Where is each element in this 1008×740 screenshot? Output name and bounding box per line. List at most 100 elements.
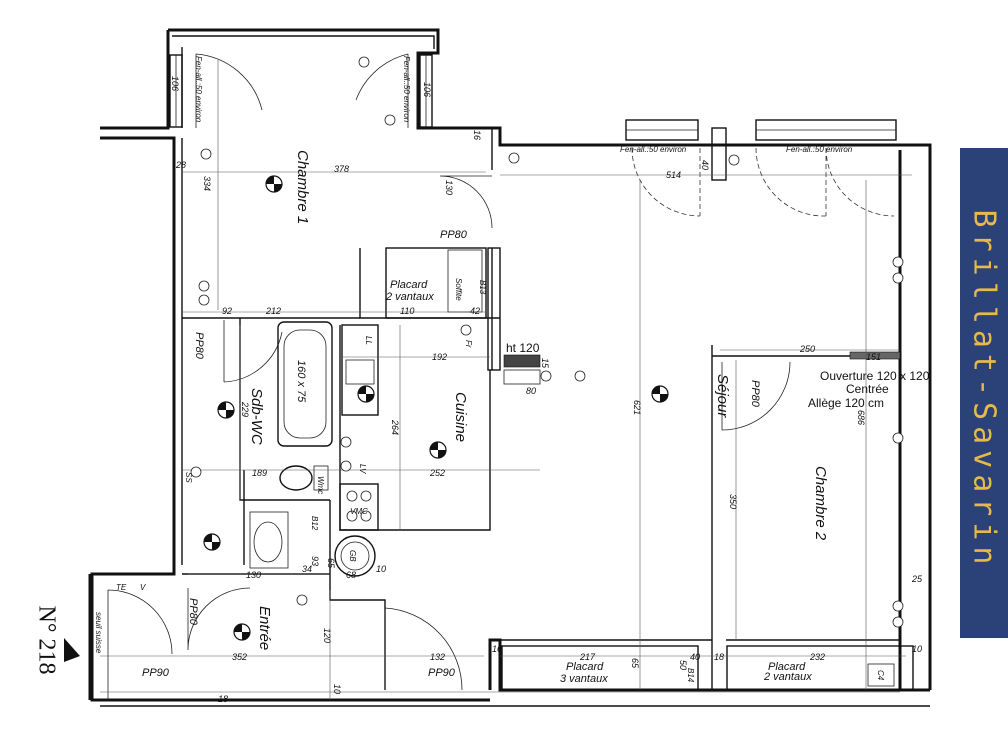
- sill-note: seuil suisse: [94, 612, 103, 654]
- annotations: Placard 2 vantaux Placard 3 vantaux Plac…: [94, 56, 930, 685]
- tag-fr: Fr: [464, 340, 473, 348]
- tag-vmc: VMC: [350, 507, 368, 516]
- dim-text: 65: [630, 658, 640, 669]
- dim-text: 514: [666, 170, 681, 180]
- outlet-icon: [340, 436, 352, 448]
- dim-text: 621: [632, 400, 642, 415]
- tag-wmc: Wmc: [316, 476, 325, 494]
- tag-ss: SS: [184, 472, 193, 483]
- dim-text: 68: [346, 570, 356, 580]
- room-label-chambre-2: Chambre 2: [812, 466, 829, 541]
- dim-text: 120: [322, 628, 332, 643]
- dim-text: 15: [540, 358, 550, 369]
- dim-text: 10: [376, 564, 386, 574]
- dim-text: 264: [390, 419, 400, 435]
- door-type-label: PP80: [193, 332, 205, 360]
- tag-c4: C4: [876, 670, 885, 681]
- window-note: Fen-all.:50 environ: [620, 145, 687, 154]
- window-note: Fen-all.:50 environ: [402, 56, 411, 123]
- placard-label: 3 vantaux: [560, 673, 608, 685]
- outlet-icon: [574, 370, 586, 382]
- dim-text: 232: [809, 652, 825, 662]
- tag-gb: GB: [348, 550, 357, 562]
- dim-text: 350: [728, 494, 738, 509]
- outlet-icon: [892, 600, 904, 612]
- brand-panel: [960, 148, 1008, 638]
- room-label-cuisine: Cuisine: [452, 392, 469, 442]
- outlet-icon: [892, 256, 904, 268]
- dim-text: 151: [866, 352, 881, 362]
- ceiling-light-icon: [233, 623, 251, 641]
- outlets: [190, 56, 904, 628]
- windows: [169, 54, 897, 181]
- outlet-icon: [892, 272, 904, 284]
- dim-text: 229: [240, 401, 250, 417]
- dim-text: 132: [430, 652, 445, 662]
- door-type-label: PP80: [749, 380, 761, 408]
- tag-lv: LV: [358, 464, 367, 474]
- outlet-icon: [892, 432, 904, 444]
- tag-b14: B14: [686, 668, 695, 683]
- outlet-icon: [190, 466, 202, 478]
- dim-text: 212: [265, 306, 281, 316]
- dim-text: 334: [202, 176, 212, 191]
- opening-note: Allège 120 cm: [808, 396, 884, 410]
- room-labels: Chambre 1 Séjour Chambre 2 Cuisine Sdb-W…: [248, 150, 829, 650]
- placard-label: Placard: [768, 661, 806, 673]
- dim-text: 252: [429, 468, 445, 478]
- dim-text: 192: [432, 352, 447, 362]
- dim-text: 106: [422, 82, 432, 97]
- dim-text: 110: [400, 306, 414, 316]
- dim-text: 352: [232, 652, 247, 662]
- outlet-icon: [540, 370, 552, 382]
- tag-ll: LL: [364, 336, 373, 345]
- room-label-sejour: Séjour: [714, 374, 731, 418]
- dim-text: 10: [332, 684, 342, 694]
- opening-note: Centrée: [846, 382, 889, 396]
- ceiling-light-icon: [651, 385, 669, 403]
- brand-name: Brillat-Savarin: [966, 209, 1002, 571]
- door-type-label: PP80: [187, 598, 199, 626]
- height-note: ht 120: [506, 341, 540, 355]
- opening-note: Ouverture 120 x 120: [820, 369, 930, 383]
- tag-b13: B13: [478, 280, 487, 295]
- dim-text: 25: [911, 574, 923, 584]
- door-type-label: PP80: [440, 229, 468, 241]
- dim-text: 16: [472, 130, 482, 140]
- outlet-icon: [340, 460, 352, 472]
- ceiling-light-icon: [265, 175, 283, 193]
- dim-text: 80: [526, 386, 536, 396]
- dimension-lines: [100, 60, 912, 700]
- dim-text: 16: [492, 644, 502, 654]
- outlet-icon: [384, 114, 396, 126]
- dim-text: 686: [856, 410, 866, 425]
- dim-text: 130: [444, 180, 454, 195]
- window-note: Fen-all.:50 environ: [194, 56, 203, 123]
- outlet-icon: [728, 154, 740, 166]
- outlet-icon: [358, 56, 370, 68]
- tag-v: V: [140, 583, 146, 592]
- outlet-icon: [508, 152, 520, 164]
- door-type-label: PP90: [428, 667, 456, 679]
- dim-text: 42: [470, 306, 480, 316]
- ceiling-light-icon: [217, 401, 235, 419]
- window-note: Fen-all.:50 environ: [786, 145, 853, 154]
- ceiling-light-icon: [203, 533, 221, 551]
- dim-text: 50: [678, 660, 688, 670]
- placard-label: 2 vantaux: [763, 671, 812, 683]
- tag-te: TE: [116, 583, 127, 592]
- dim-text: 10: [912, 644, 922, 654]
- outlet-icon: [296, 594, 308, 606]
- tag-b12: B12: [310, 516, 319, 531]
- dim-text: 28: [175, 160, 186, 170]
- outer-walls: [88, 28, 932, 707]
- bathtub-size: 160 x 75: [295, 360, 307, 403]
- outlet-icon: [460, 324, 472, 336]
- room-label-chambre-1: Chambre 1: [294, 150, 311, 224]
- placard-label: Placard: [390, 279, 428, 291]
- apartment-number: N° 218: [33, 605, 60, 675]
- interior-walls: [182, 128, 914, 691]
- dim-text: 40: [700, 160, 710, 170]
- dim-text: 378: [334, 164, 349, 174]
